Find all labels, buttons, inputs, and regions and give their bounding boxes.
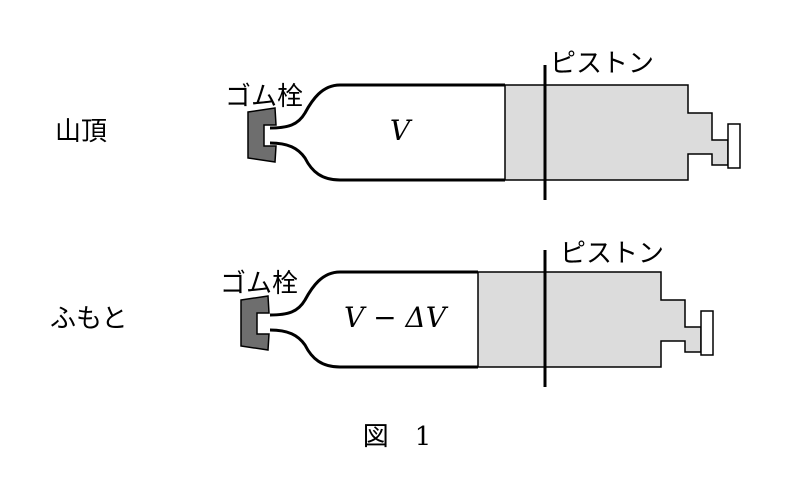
syringe-bottom: ふもと ゴム栓 ピストン V − ΔV	[50, 239, 714, 387]
rubber-stopper-top	[247, 107, 277, 163]
stopper-label-bottom: ゴム栓	[220, 269, 298, 299]
rubber-stopper-bottom	[240, 295, 270, 351]
syringe-top: 山頂 ゴム栓 ピストン V	[55, 49, 741, 200]
figure-caption: 図 1	[363, 422, 432, 452]
location-label-top: 山頂	[55, 117, 107, 147]
piston-bottom	[477, 271, 702, 368]
barrel-bottom	[269, 270, 478, 369]
volume-label-top: V	[390, 114, 413, 147]
volume-label-bottom: V − ΔV	[344, 301, 449, 334]
stopper-label-top: ゴム栓	[225, 82, 303, 112]
barrel-top	[269, 83, 505, 182]
piston-label-bottom: ピストン	[560, 239, 664, 269]
piston-handle-bottom	[700, 310, 714, 356]
location-label-bottom: ふもと	[50, 304, 127, 334]
piston-label-top: ピストン	[550, 49, 654, 79]
piston-handle-top	[727, 123, 741, 169]
piston-top	[504, 84, 729, 181]
